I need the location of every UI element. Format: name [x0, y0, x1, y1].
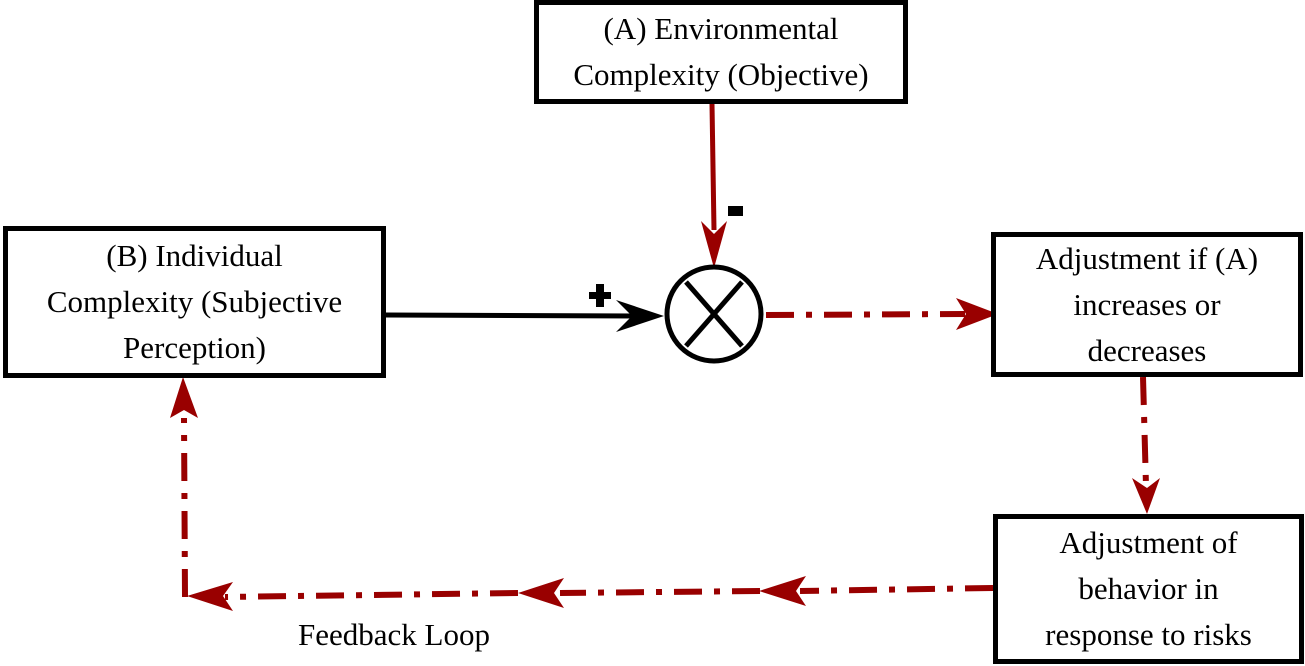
arrowhead-left [759, 576, 806, 606]
node-line: Complexity (Subjective [46, 284, 343, 319]
node-line: Complexity (Objective) [573, 57, 869, 92]
arrowhead-down [1132, 478, 1160, 514]
node-line: Perception) [123, 330, 266, 365]
plus-sign [589, 284, 611, 307]
edge-feedback-loop [170, 377, 994, 611]
arrowhead-right [956, 298, 998, 330]
arrowhead-right [616, 300, 664, 332]
minus-sign [728, 206, 743, 216]
node-line: behavior in [1078, 571, 1219, 606]
node-environmental-complexity: (A) Environmental Complexity (Objective) [534, 0, 908, 104]
arrowhead-left [187, 582, 233, 611]
node-line: decreases [1087, 332, 1207, 368]
edge-adjustment-to-behavior [1132, 376, 1160, 514]
node-line: Adjustment of [1059, 525, 1238, 560]
feedback-loop-label: Feedback Loop [298, 617, 490, 652]
arrowhead-up [170, 377, 198, 418]
multiplication-junction-icon [664, 264, 764, 364]
node-line: Adjustment if (A) [1035, 240, 1259, 276]
node-line: (A) Environmental [603, 11, 839, 46]
edge-environmental-to-junction [701, 103, 727, 268]
node-line: increases or [1073, 286, 1221, 322]
edge-junction-to-adjustment [765, 298, 998, 330]
node-line: (B) Individual [106, 238, 283, 273]
node-individual-complexity: (B) Individual Complexity (Subjective Pe… [3, 226, 386, 378]
arrowhead-down [701, 221, 727, 268]
edge-individual-to-junction [385, 300, 664, 332]
node-adjustment-behavior: Adjustment of behavior in response to ri… [993, 514, 1304, 664]
node-adjustment-if: Adjustment if (A) increases or decreases [991, 232, 1303, 377]
arrowhead-left [518, 578, 564, 608]
node-line: response to risks [1045, 617, 1252, 652]
